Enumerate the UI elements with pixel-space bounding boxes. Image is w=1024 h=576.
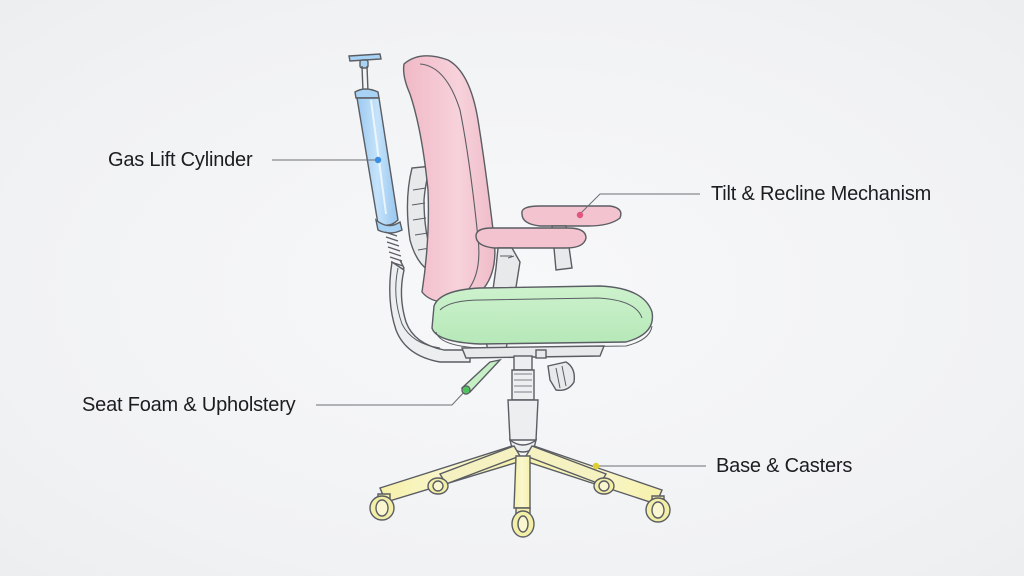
caster-left bbox=[369, 493, 395, 521]
leader-gas-lift bbox=[272, 156, 382, 164]
label-base-casters: Base & Casters bbox=[716, 455, 853, 477]
label-tilt-recline-mechanism: Tilt & Recline Mechanism bbox=[711, 183, 932, 205]
central-column bbox=[507, 355, 539, 453]
caster-right bbox=[645, 495, 671, 523]
label-seat-foam-upholstery: Seat Foam & Upholstery bbox=[82, 394, 296, 416]
caster-back-left bbox=[427, 477, 449, 495]
leader-base-casters bbox=[592, 462, 706, 470]
leader-seat-foam bbox=[316, 386, 470, 406]
base-and-casters bbox=[369, 445, 671, 538]
backrest bbox=[402, 55, 496, 303]
caster-back-right bbox=[593, 477, 615, 495]
seat-cushion bbox=[431, 285, 654, 392]
gas-lift-cylinder bbox=[348, 53, 405, 273]
label-gas-lift-cylinder: Gas Lift Cylinder bbox=[108, 149, 253, 171]
leader-tilt-recline bbox=[576, 193, 700, 219]
caster-center bbox=[511, 507, 535, 538]
